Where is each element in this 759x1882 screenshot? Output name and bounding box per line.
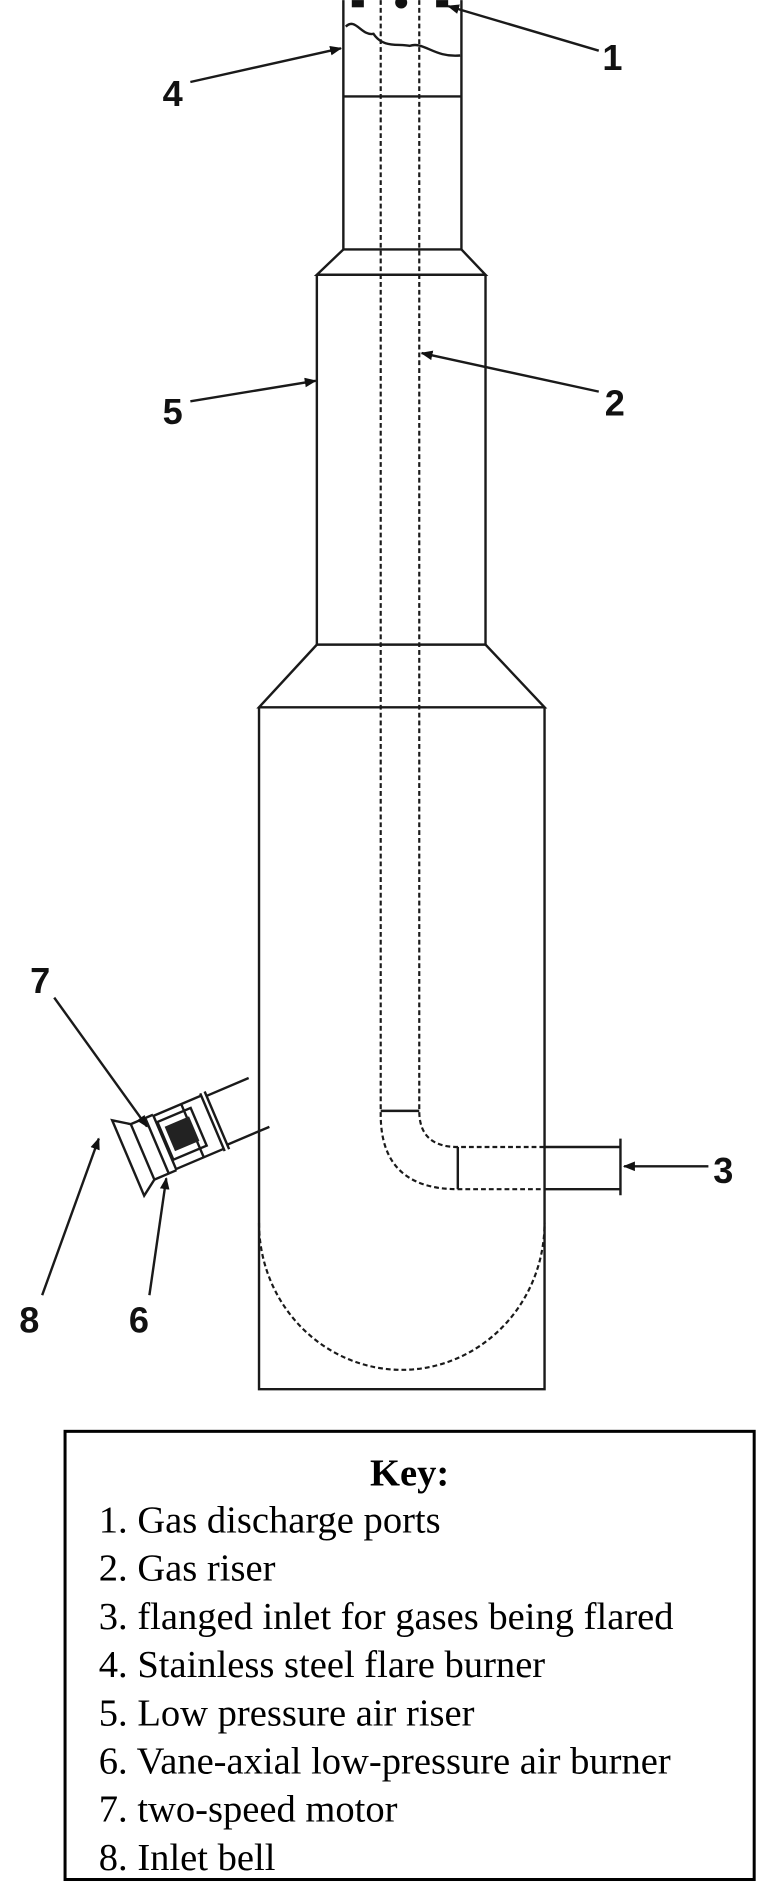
key-title: Key: [370,1453,449,1495]
low-pressure-air-riser [256,248,548,709]
gas-discharge-ports [351,0,449,9]
svg-text:3: 3 [713,1150,733,1191]
key-box: Key: 1. Gas discharge ports 2. Gas riser… [63,1429,756,1882]
two-speed-motor [155,1106,209,1162]
callout-6: 6 [129,1177,170,1341]
callout-7: 7 [30,960,148,1128]
callout-2: 2 [420,350,625,424]
key-item: 8. Inlet bell [99,1837,276,1879]
svg-text:8: 8 [19,1300,39,1341]
svg-text:1: 1 [602,37,622,78]
main-body [257,707,546,1391]
key-item: 6. Vane-axial low-pressure air burner [99,1740,671,1782]
vane-axial-air-burner [110,1076,270,1199]
svg-text:5: 5 [163,391,183,432]
callout-3: 3 [622,1150,733,1191]
callout-5: 5 [163,377,317,432]
svg-text:4: 4 [163,73,183,114]
svg-text:2: 2 [605,383,625,424]
callout-4: 4 [163,45,343,114]
key-item: 1. Gas discharge ports [99,1500,441,1542]
inlet-bell [110,1118,156,1199]
key-item: 7. two-speed motor [99,1789,398,1831]
flare-burner [342,0,463,251]
key-item: 2. Gas riser [99,1548,276,1590]
key-item: 5. Low pressure air riser [99,1692,475,1734]
svg-text:6: 6 [129,1300,149,1341]
callout-8: 8 [19,1137,100,1341]
key-item: 4. Stainless steel flare burner [99,1644,546,1686]
callout-1: 1 [447,4,622,78]
key-item: 3. flanged inlet for gases being flared [99,1596,674,1638]
svg-text:7: 7 [30,960,50,1001]
gas-riser [379,0,545,1191]
flanged-inlet [544,1138,622,1196]
